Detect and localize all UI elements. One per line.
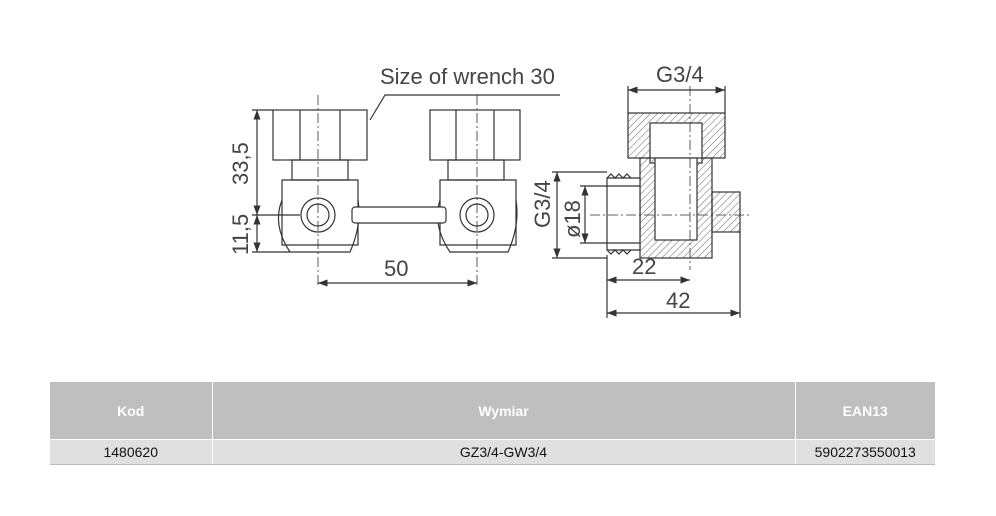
cell-wymiar: GZ3/4-GW3/4 bbox=[212, 439, 796, 465]
table-row: 1480620 GZ3/4-GW3/4 5902273550013 bbox=[50, 439, 935, 465]
dim-diameter: ø18 bbox=[560, 200, 585, 238]
dim-top-thread: G3/4 bbox=[656, 62, 704, 87]
table-header-row: Kod Wymiar EAN13 bbox=[50, 382, 935, 440]
technical-drawing: Size of wrench 30 33,5 11,5 50 G3/4 G3/4… bbox=[228, 62, 750, 318]
wrench-size-label: Size of wrench 30 bbox=[380, 64, 555, 89]
dim-total: 42 bbox=[666, 288, 690, 313]
header-kod: Kod bbox=[50, 382, 213, 440]
dim-spacing: 50 bbox=[384, 256, 408, 281]
valve-front-view bbox=[252, 94, 560, 287]
cell-kod: 1480620 bbox=[50, 439, 213, 465]
dim-side-thread: G3/4 bbox=[530, 180, 555, 228]
dim-depth: 22 bbox=[632, 254, 656, 279]
header-ean13: EAN13 bbox=[795, 382, 935, 440]
header-wymiar: Wymiar bbox=[212, 382, 796, 440]
dim-height-lower: 11,5 bbox=[228, 214, 253, 255]
cell-ean13: 5902273550013 bbox=[795, 439, 935, 465]
dim-height-upper: 33,5 bbox=[228, 142, 253, 185]
valve-section-view bbox=[552, 86, 750, 318]
product-table: Kod Wymiar EAN13 1480620 GZ3/4-GW3/4 590… bbox=[50, 382, 935, 465]
